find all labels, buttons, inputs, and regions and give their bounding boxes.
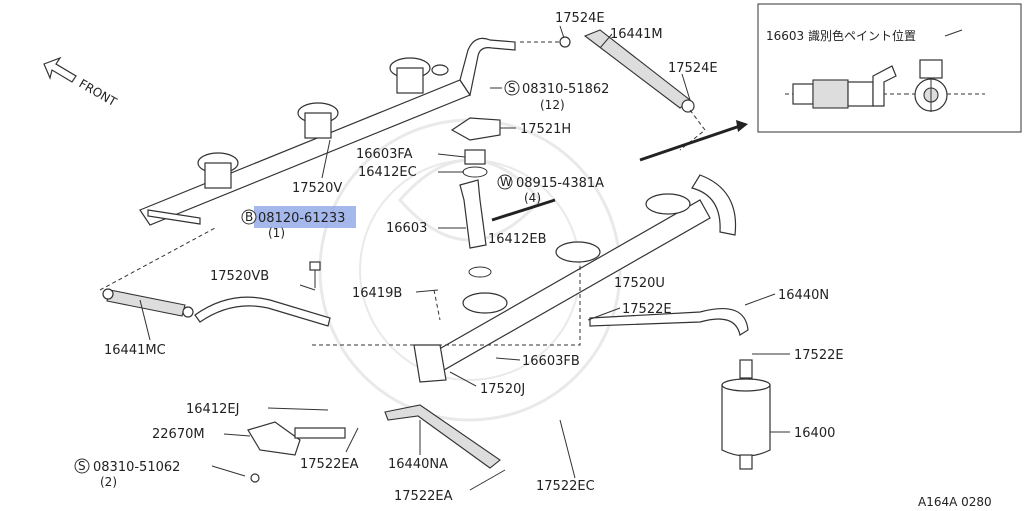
callout-16412EC: 16412EC	[358, 165, 417, 180]
callout-08120-61233: 08120-61233	[258, 211, 345, 226]
s-symbol-icon	[504, 80, 520, 96]
inset-panel: 16603 識別色ペイント位置	[757, 3, 1022, 133]
callout-16603FB: 16603FB	[522, 354, 580, 369]
s-symbol: S	[508, 81, 516, 95]
s-symbol-icon-2	[74, 458, 90, 474]
callout-08310-51862-qty: (12)	[540, 98, 565, 112]
w-symbol: W	[500, 175, 512, 189]
inset-title: 16603 識別色ペイント位置	[766, 28, 916, 43]
fuel-rail-lower	[413, 174, 737, 383]
fuel-filter-16400	[721, 359, 771, 470]
callout-16412EJ: 16412EJ	[186, 402, 239, 417]
callout-17522E-mid: 17522E	[622, 302, 672, 317]
callout-22670M: 22670M	[152, 427, 205, 442]
b-symbol-icon	[241, 209, 257, 225]
hose-16440N	[589, 308, 749, 336]
front-arrow: FRONT	[43, 56, 120, 109]
callout-17520U: 17520U	[614, 276, 665, 291]
callout-16440N: 16440N	[778, 288, 829, 303]
callout-17522EC: 17522EC	[536, 479, 595, 494]
callout-17524E-right: 17524E	[668, 61, 718, 76]
callout-16603: 16603	[386, 221, 427, 236]
leader-lines	[139, 25, 790, 491]
fuel-rail-upper	[139, 37, 516, 226]
s-symbol-2: S	[78, 459, 86, 473]
callout-17520J: 17520J	[480, 382, 525, 397]
injector-16603	[450, 117, 501, 278]
callout-17521H: 17521H	[520, 122, 571, 137]
injector-side-icon	[785, 65, 905, 109]
callout-17520V: 17520V	[292, 181, 342, 196]
callout-17520VB: 17520VB	[210, 269, 269, 284]
callout-16603FA: 16603FA	[356, 147, 413, 162]
hose-16441MC	[102, 288, 194, 318]
callout-08915-qty: (4)	[524, 191, 541, 205]
callout-08310-51862: 08310-51862	[522, 82, 609, 97]
callout-16419B: 16419B	[352, 286, 402, 301]
callout-08915-4381A: 08915-4381A	[516, 176, 604, 191]
b-symbol: B	[245, 210, 253, 224]
callout-08310-51062-qty: (2)	[100, 475, 117, 489]
routing-lines	[99, 41, 748, 346]
front-label: FRONT	[77, 76, 120, 109]
w-symbol-icon	[497, 174, 513, 190]
hose-16440NA	[384, 404, 501, 469]
callout-17522EA-low: 17522EA	[300, 457, 359, 472]
callout-16440NA: 16440NA	[388, 457, 448, 472]
callout-08310-51062: 08310-51062	[93, 460, 180, 475]
callout-17524E-top: 17524E	[555, 11, 605, 26]
callout-08120-qty: (1)	[268, 226, 285, 240]
rail-boss	[197, 57, 449, 189]
callout-17522E-right: 17522E	[794, 348, 844, 363]
pipe-17520VB	[194, 296, 331, 327]
injector-end-icon	[905, 59, 985, 112]
bolt-08120	[309, 261, 321, 288]
callout-17522EA-bottom: 17522EA	[394, 489, 453, 504]
callout-16400: 16400	[794, 426, 835, 441]
callout-16412EB: 16412EB	[488, 232, 547, 247]
drawing-code: A164A 0280	[918, 495, 992, 509]
pressure-regulator-22670M	[247, 421, 346, 483]
callout-labels: 17524E 16441M 17524E S 08310-51862 (12) …	[74, 11, 992, 509]
callout-16441M: 16441M	[610, 27, 663, 42]
callout-16441MC: 16441MC	[104, 343, 166, 358]
highlighted-part-number	[254, 206, 356, 228]
